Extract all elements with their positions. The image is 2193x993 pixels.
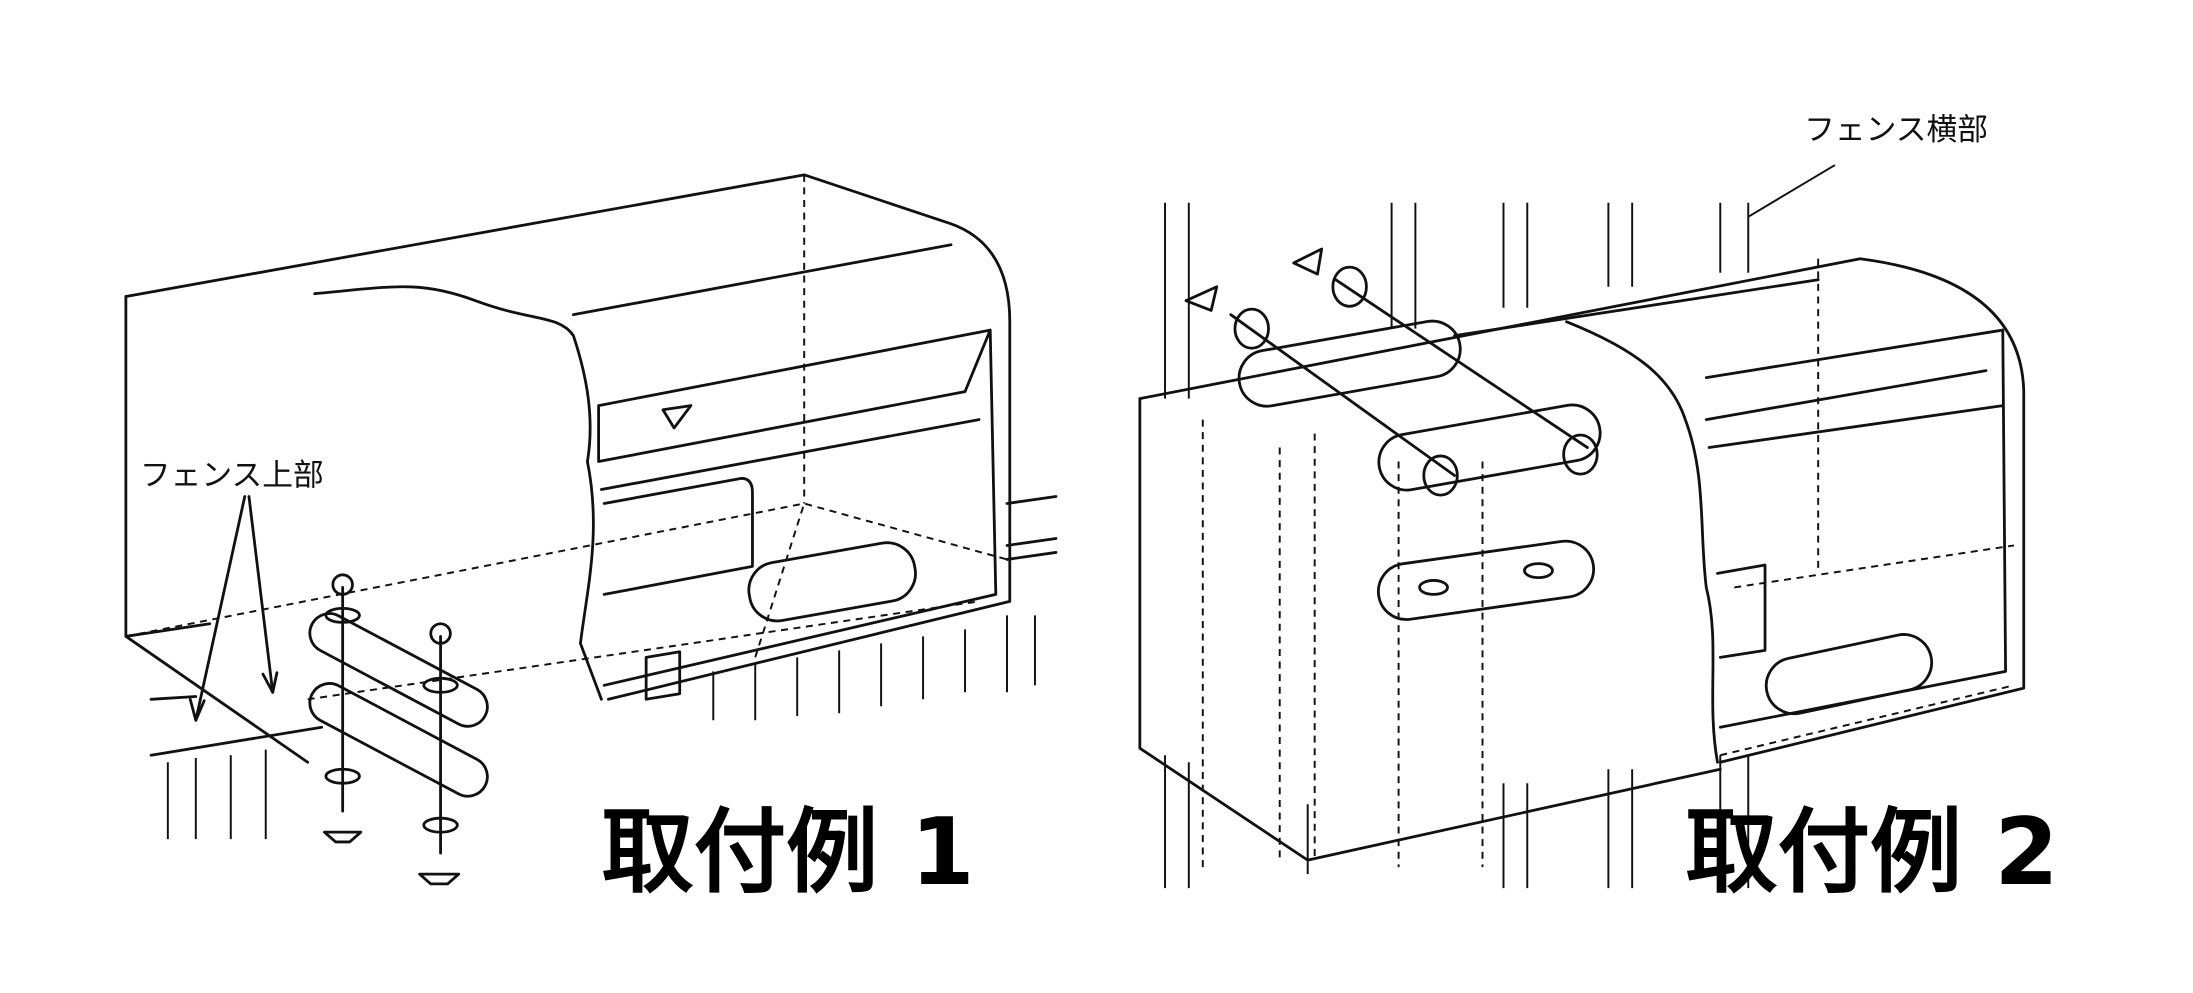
callout-fence-side: フェンス横部	[1804, 112, 1988, 148]
caption-example-2: 取付例 2	[1685, 798, 2058, 906]
clamp-bracket-2	[1184, 247, 1602, 497]
caption-example-1: 取付例 1	[601, 798, 974, 906]
example-1-illustration: フェンス上部 取付例 1	[124, 173, 1058, 906]
example-2-illustration: フェンス横部 取付例 2	[1138, 112, 2059, 906]
callout-fence-top: フェンス上部	[140, 457, 324, 493]
clamp-bracket-1	[308, 573, 489, 886]
